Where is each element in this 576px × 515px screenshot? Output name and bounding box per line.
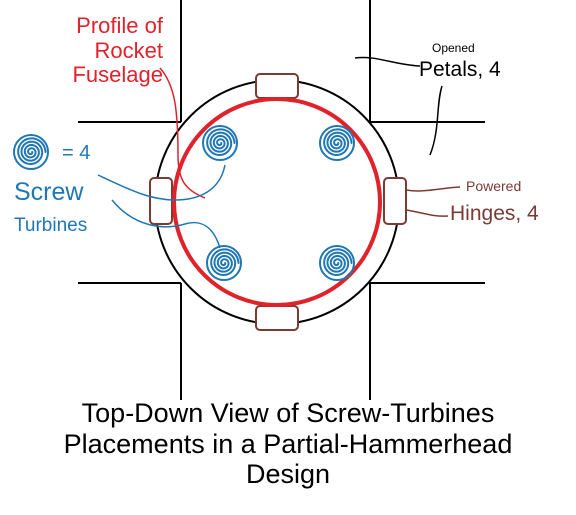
caption-line3: Design <box>245 459 331 489</box>
spiral-coil <box>206 128 236 157</box>
hinges <box>149 73 407 331</box>
hinge-top <box>255 73 299 99</box>
turbine-spiral-sw <box>206 245 242 281</box>
leader-turbines <box>111 199 221 249</box>
hinge-bottom <box>255 305 299 331</box>
spiral-ring <box>13 134 49 170</box>
petals-label: Petals, 4 <box>419 58 501 81</box>
turbine-spiral-se <box>319 245 355 281</box>
caption-line2: Placements in a Partial-Hammerhead <box>63 428 513 459</box>
hinge-right <box>383 177 407 225</box>
fuselage-label-line2: Rocket <box>94 37 163 63</box>
powered-label: Powered <box>466 178 522 194</box>
leader-screw <box>97 164 226 201</box>
spiral-ring <box>319 245 355 281</box>
spiral-coil <box>323 128 353 157</box>
turbines-label: Turbines <box>14 215 88 236</box>
screw-count-label: = 4 <box>62 142 91 164</box>
caption-line1: Top-Down View of Screw-Turbines <box>81 398 495 428</box>
spiral-coil <box>323 248 353 277</box>
leader-petals-upper <box>354 56 421 67</box>
diagram-caption: Top-Down View of Screw-Turbines Placemen… <box>0 398 576 490</box>
spiral-coil <box>17 137 47 166</box>
hinge-left <box>149 177 173 225</box>
leader-fuselage <box>159 67 206 199</box>
leader-hinges-upper <box>405 186 461 192</box>
tower-frame <box>78 0 485 400</box>
fuselage-label-line1: Profile of <box>76 13 163 38</box>
fuselage-label-line3: Fuselage <box>72 62 163 88</box>
leader-hinges-lower <box>405 209 449 217</box>
leader-petals-lower <box>429 85 443 156</box>
fuselage-label: Profile of Rocket Fuselage <box>28 13 163 88</box>
spiral-icon <box>13 134 49 170</box>
spiral-ring <box>319 125 355 161</box>
screw-label: Screw <box>14 178 84 206</box>
spiral-coil <box>210 248 240 277</box>
hinges-label: Hinges, 4 <box>450 202 539 225</box>
spiral-ring <box>206 245 242 281</box>
opened-label: Opened <box>432 41 475 55</box>
spiral-ring <box>202 125 238 161</box>
turbine-spiral-ne <box>319 125 355 161</box>
turbine-spiral-nw <box>202 125 238 161</box>
leader-lines <box>97 56 461 249</box>
